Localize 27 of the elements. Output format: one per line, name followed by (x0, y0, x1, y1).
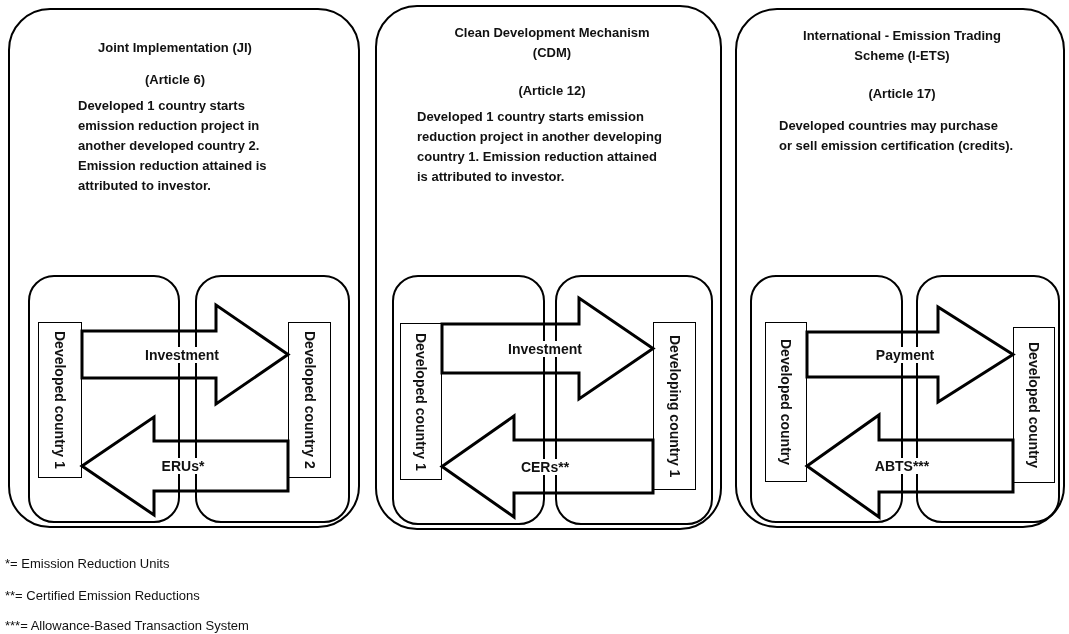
article-reference: (Article 12) (517, 82, 587, 100)
block-arrow (805, 304, 1016, 405)
footnote: **= Certified Emission Reductions (5, 588, 200, 603)
panel-frame (375, 5, 722, 530)
country-box: Developed country 1 (400, 323, 442, 480)
article-reference: (Article 17) (867, 85, 937, 103)
country-box: Developed country 1 (38, 322, 82, 478)
block-arrow (439, 413, 655, 520)
description-text: Developed 1 country starts emission reduction project in another developed country 2. Emission reduction attained is attributed to investor. (78, 97, 268, 195)
panel-title: Clean Development Mechanism (CDM) (453, 24, 651, 62)
panel-frame (8, 8, 360, 528)
block-arrow (80, 302, 291, 407)
article-reference: (Article 6) (144, 71, 206, 89)
block-arrow (804, 412, 1015, 520)
description-text: Developed countries may purchase or sell emission certification (credits). (779, 117, 1014, 155)
country-box: Developing country 1 (653, 322, 696, 490)
panel-title: International - Emission Trading Scheme (I-ETS) (802, 27, 1002, 65)
footnote: ***= Allowance-Based Transaction System (5, 618, 249, 633)
footnote: *= Emission Reduction Units (5, 556, 170, 571)
country-box: Developed country (765, 322, 807, 482)
country-box: Developed country 2 (288, 322, 331, 478)
block-arrow (440, 295, 656, 402)
panel-title: Joint Implementation (JI) (97, 39, 253, 57)
panel-frame (735, 8, 1065, 528)
country-box: Developed country (1013, 327, 1055, 483)
block-arrow (79, 414, 290, 518)
description-text: Developed 1 country starts emission reduction project in another developing country 1. Emission reduction attained is attributed to investor. (417, 108, 662, 186)
